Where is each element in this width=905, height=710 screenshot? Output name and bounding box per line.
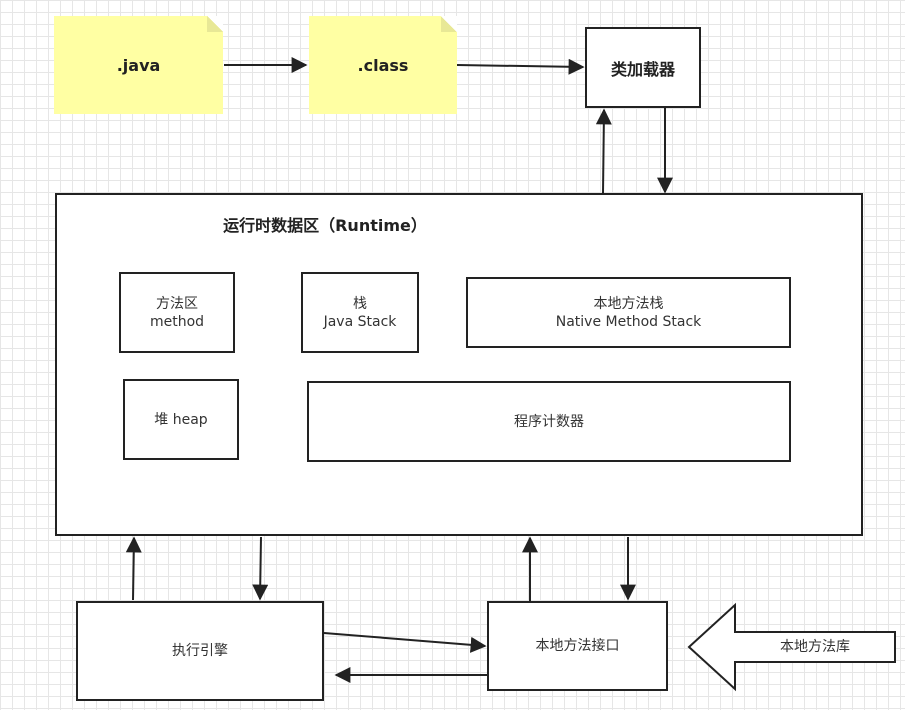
method-area-en: method — [149, 313, 205, 330]
pc-register-label: 程序计数器 — [514, 413, 584, 430]
runtime-title-label: 运行时数据区（Runtime） — [223, 216, 427, 235]
java-stack-zh: 栈 — [353, 295, 367, 312]
java-stack-box: 栈 Java Stack — [301, 272, 419, 353]
arrow-runtime-to-loader — [595, 108, 612, 194]
native-stack-en: Native Method Stack — [555, 313, 702, 330]
java-file-note: .java — [54, 16, 223, 114]
pc-register-box: 程序计数器 — [307, 381, 791, 462]
note-fold-corner — [207, 16, 223, 32]
java-stack-en: Java Stack — [323, 313, 397, 330]
arrow-runtime-to-engine — [252, 536, 269, 601]
method-area-zh: 方法区 — [156, 295, 198, 312]
arrow-engine-to-interface — [323, 632, 487, 653]
native-stack-zh: 本地方法栈 — [593, 295, 664, 312]
class-loader-box: 类加载器 — [585, 27, 701, 108]
execution-engine-box: 执行引擎 — [76, 601, 324, 701]
class-file-label: .class — [357, 55, 409, 75]
runtime-title: 运行时数据区（Runtime） — [55, 212, 595, 236]
execution-engine-label: 执行引擎 — [172, 643, 228, 659]
class-loader-label: 类加载器 — [610, 59, 675, 79]
heap-label: 堆 heap — [154, 411, 208, 428]
native-interface-label: 本地方法接口 — [535, 638, 620, 654]
native-library-arrow-shape — [687, 602, 896, 692]
native-library: 本地方法库 — [735, 632, 895, 662]
note-fold-corner — [441, 16, 457, 32]
native-library-label: 本地方法库 — [780, 639, 850, 655]
arrow-class-to-loader — [456, 58, 585, 75]
arrow-engine-to-runtime — [125, 536, 142, 601]
method-area-box: 方法区 method — [119, 272, 235, 353]
native-interface-box: 本地方法接口 — [487, 601, 668, 691]
native-stack-box: 本地方法栈 Native Method Stack — [466, 277, 791, 348]
class-file-note: .class — [309, 16, 457, 114]
java-file-label: .java — [116, 55, 161, 75]
heap-box: 堆 heap — [123, 379, 239, 460]
runtime-data-area — [55, 193, 863, 536]
